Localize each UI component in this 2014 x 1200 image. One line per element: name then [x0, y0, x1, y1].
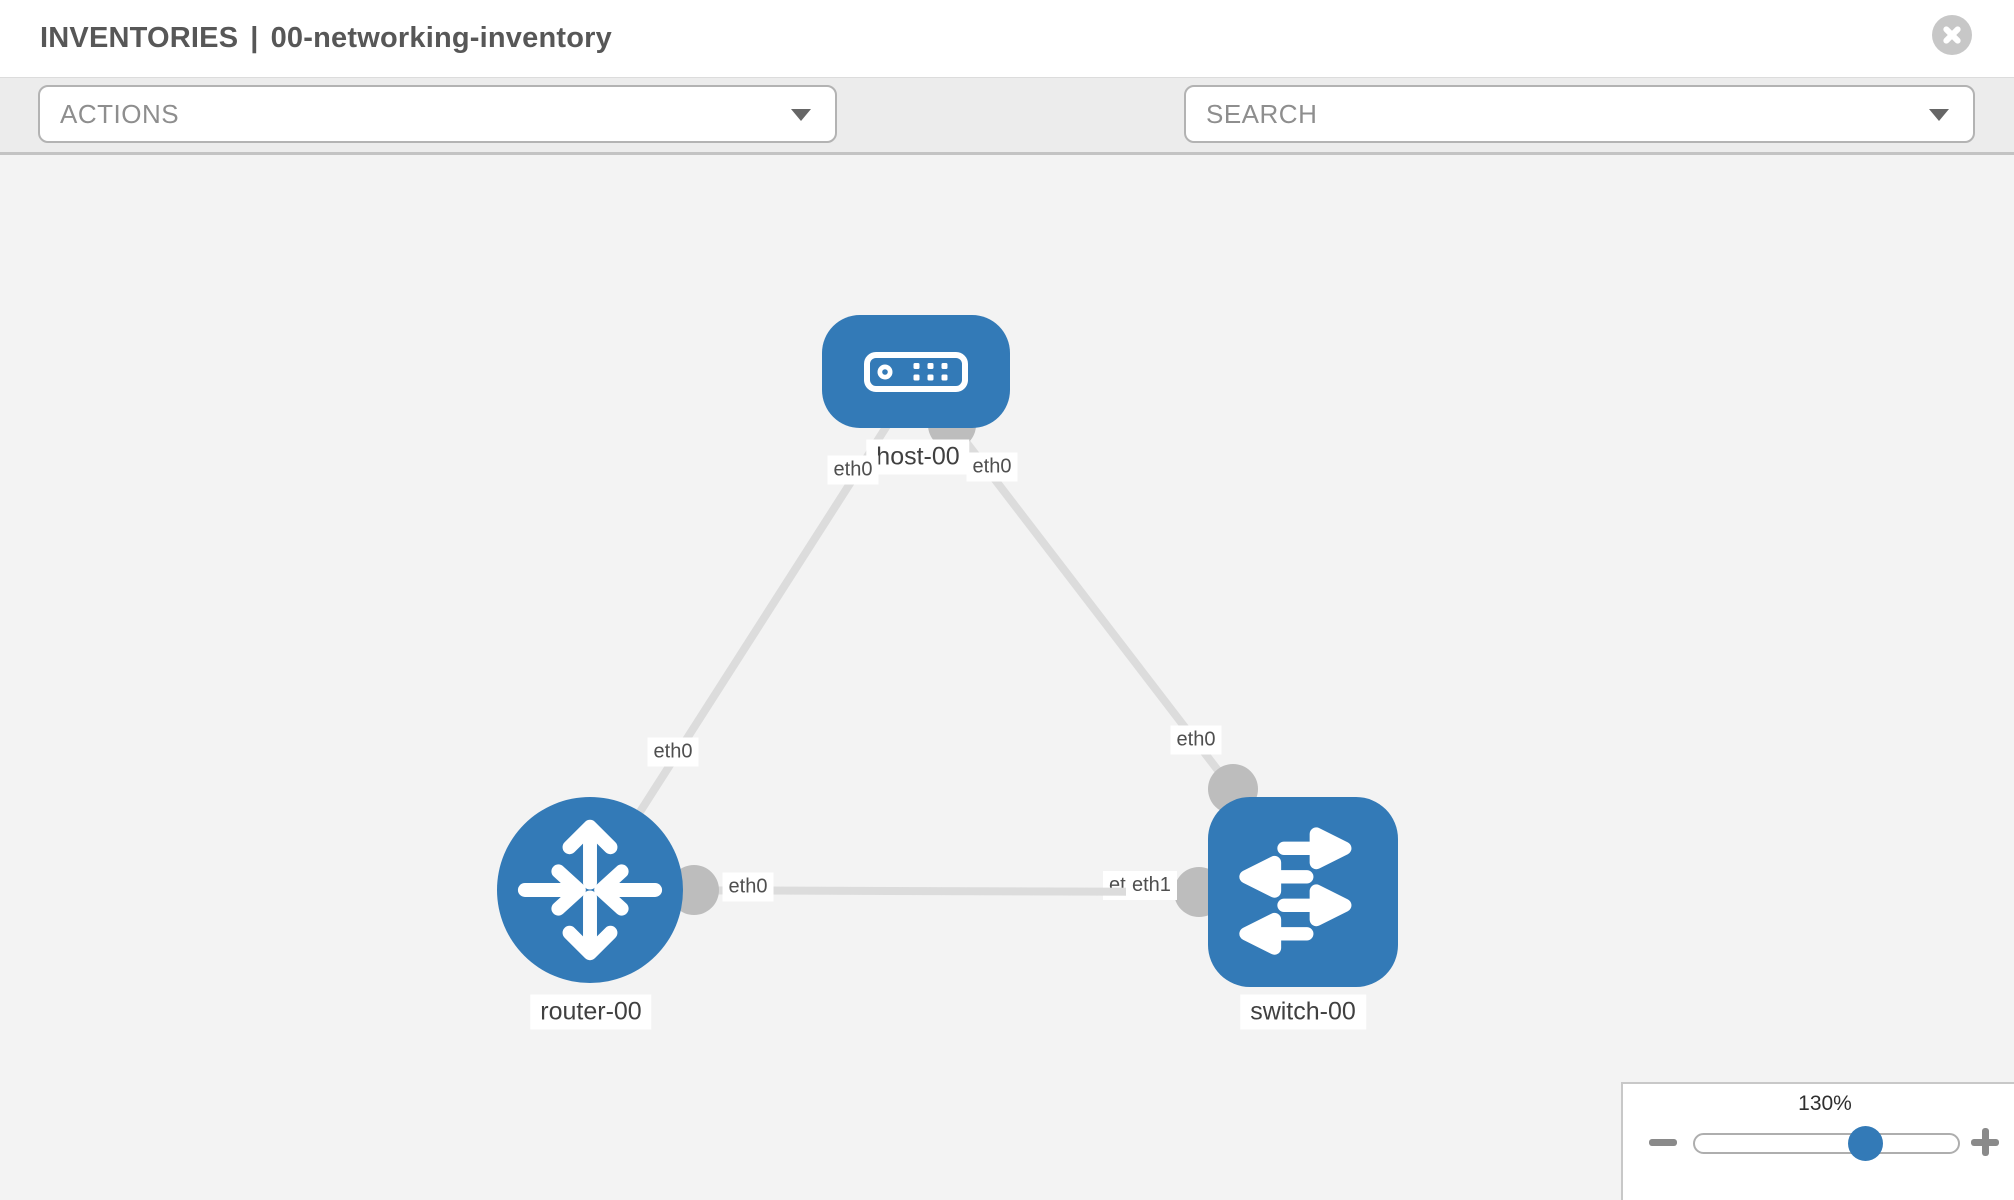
- header: INVENTORIES | 00-networking-inventory: [0, 0, 2014, 77]
- zoom-out-minus-icon[interactable]: [1649, 1139, 1677, 1146]
- breadcrumb-divider: |: [250, 22, 259, 54]
- interface-label: eth0: [722, 872, 774, 902]
- actions-dropdown-label: ACTIONS: [60, 98, 180, 129]
- node-host-00[interactable]: [822, 315, 1010, 428]
- interface-label: eth1: [1126, 871, 1177, 900]
- node-label-host: host-00: [866, 439, 970, 475]
- node-router-00[interactable]: [497, 797, 683, 983]
- topology-links-layer: [586, 401, 1258, 917]
- interface-label: eth0: [1170, 725, 1222, 755]
- interface-label: eth0: [966, 452, 1018, 482]
- node-switch-00[interactable]: [1208, 797, 1398, 987]
- switch-icon: [1239, 827, 1352, 955]
- zoom-level-value: 130%: [1798, 1092, 1852, 1115]
- interface-label: eth0: [827, 455, 879, 485]
- close-icon[interactable]: [1932, 15, 1972, 55]
- chevron-down-icon: [791, 109, 811, 121]
- page-title: INVENTORIES | 00-networking-inventory: [40, 0, 612, 77]
- inventory-name: 00-networking-inventory: [270, 22, 612, 54]
- toolbar: ACTIONS SEARCH: [0, 77, 2014, 216]
- search-dropdown-label: SEARCH: [1206, 98, 1318, 129]
- zoom-control-panel: 130%: [1621, 1082, 2014, 1200]
- chevron-down-icon: [1929, 109, 1949, 121]
- topology-canvas[interactable]: eth0: [0, 155, 2014, 1200]
- host-icon: [864, 351, 968, 392]
- actions-dropdown[interactable]: ACTIONS: [38, 85, 837, 143]
- zoom-slider-knob[interactable]: [1848, 1126, 1883, 1161]
- zoom-slider-track[interactable]: [1693, 1133, 1960, 1154]
- router-icon: [517, 819, 663, 961]
- node-label-router: router-00: [530, 994, 652, 1030]
- search-dropdown[interactable]: SEARCH: [1184, 85, 1975, 143]
- interface-label: eth0: [647, 737, 699, 767]
- breadcrumb-section: INVENTORIES: [40, 22, 239, 54]
- zoom-in-plus-icon[interactable]: [1971, 1128, 1999, 1156]
- node-label-switch: switch-00: [1240, 994, 1366, 1030]
